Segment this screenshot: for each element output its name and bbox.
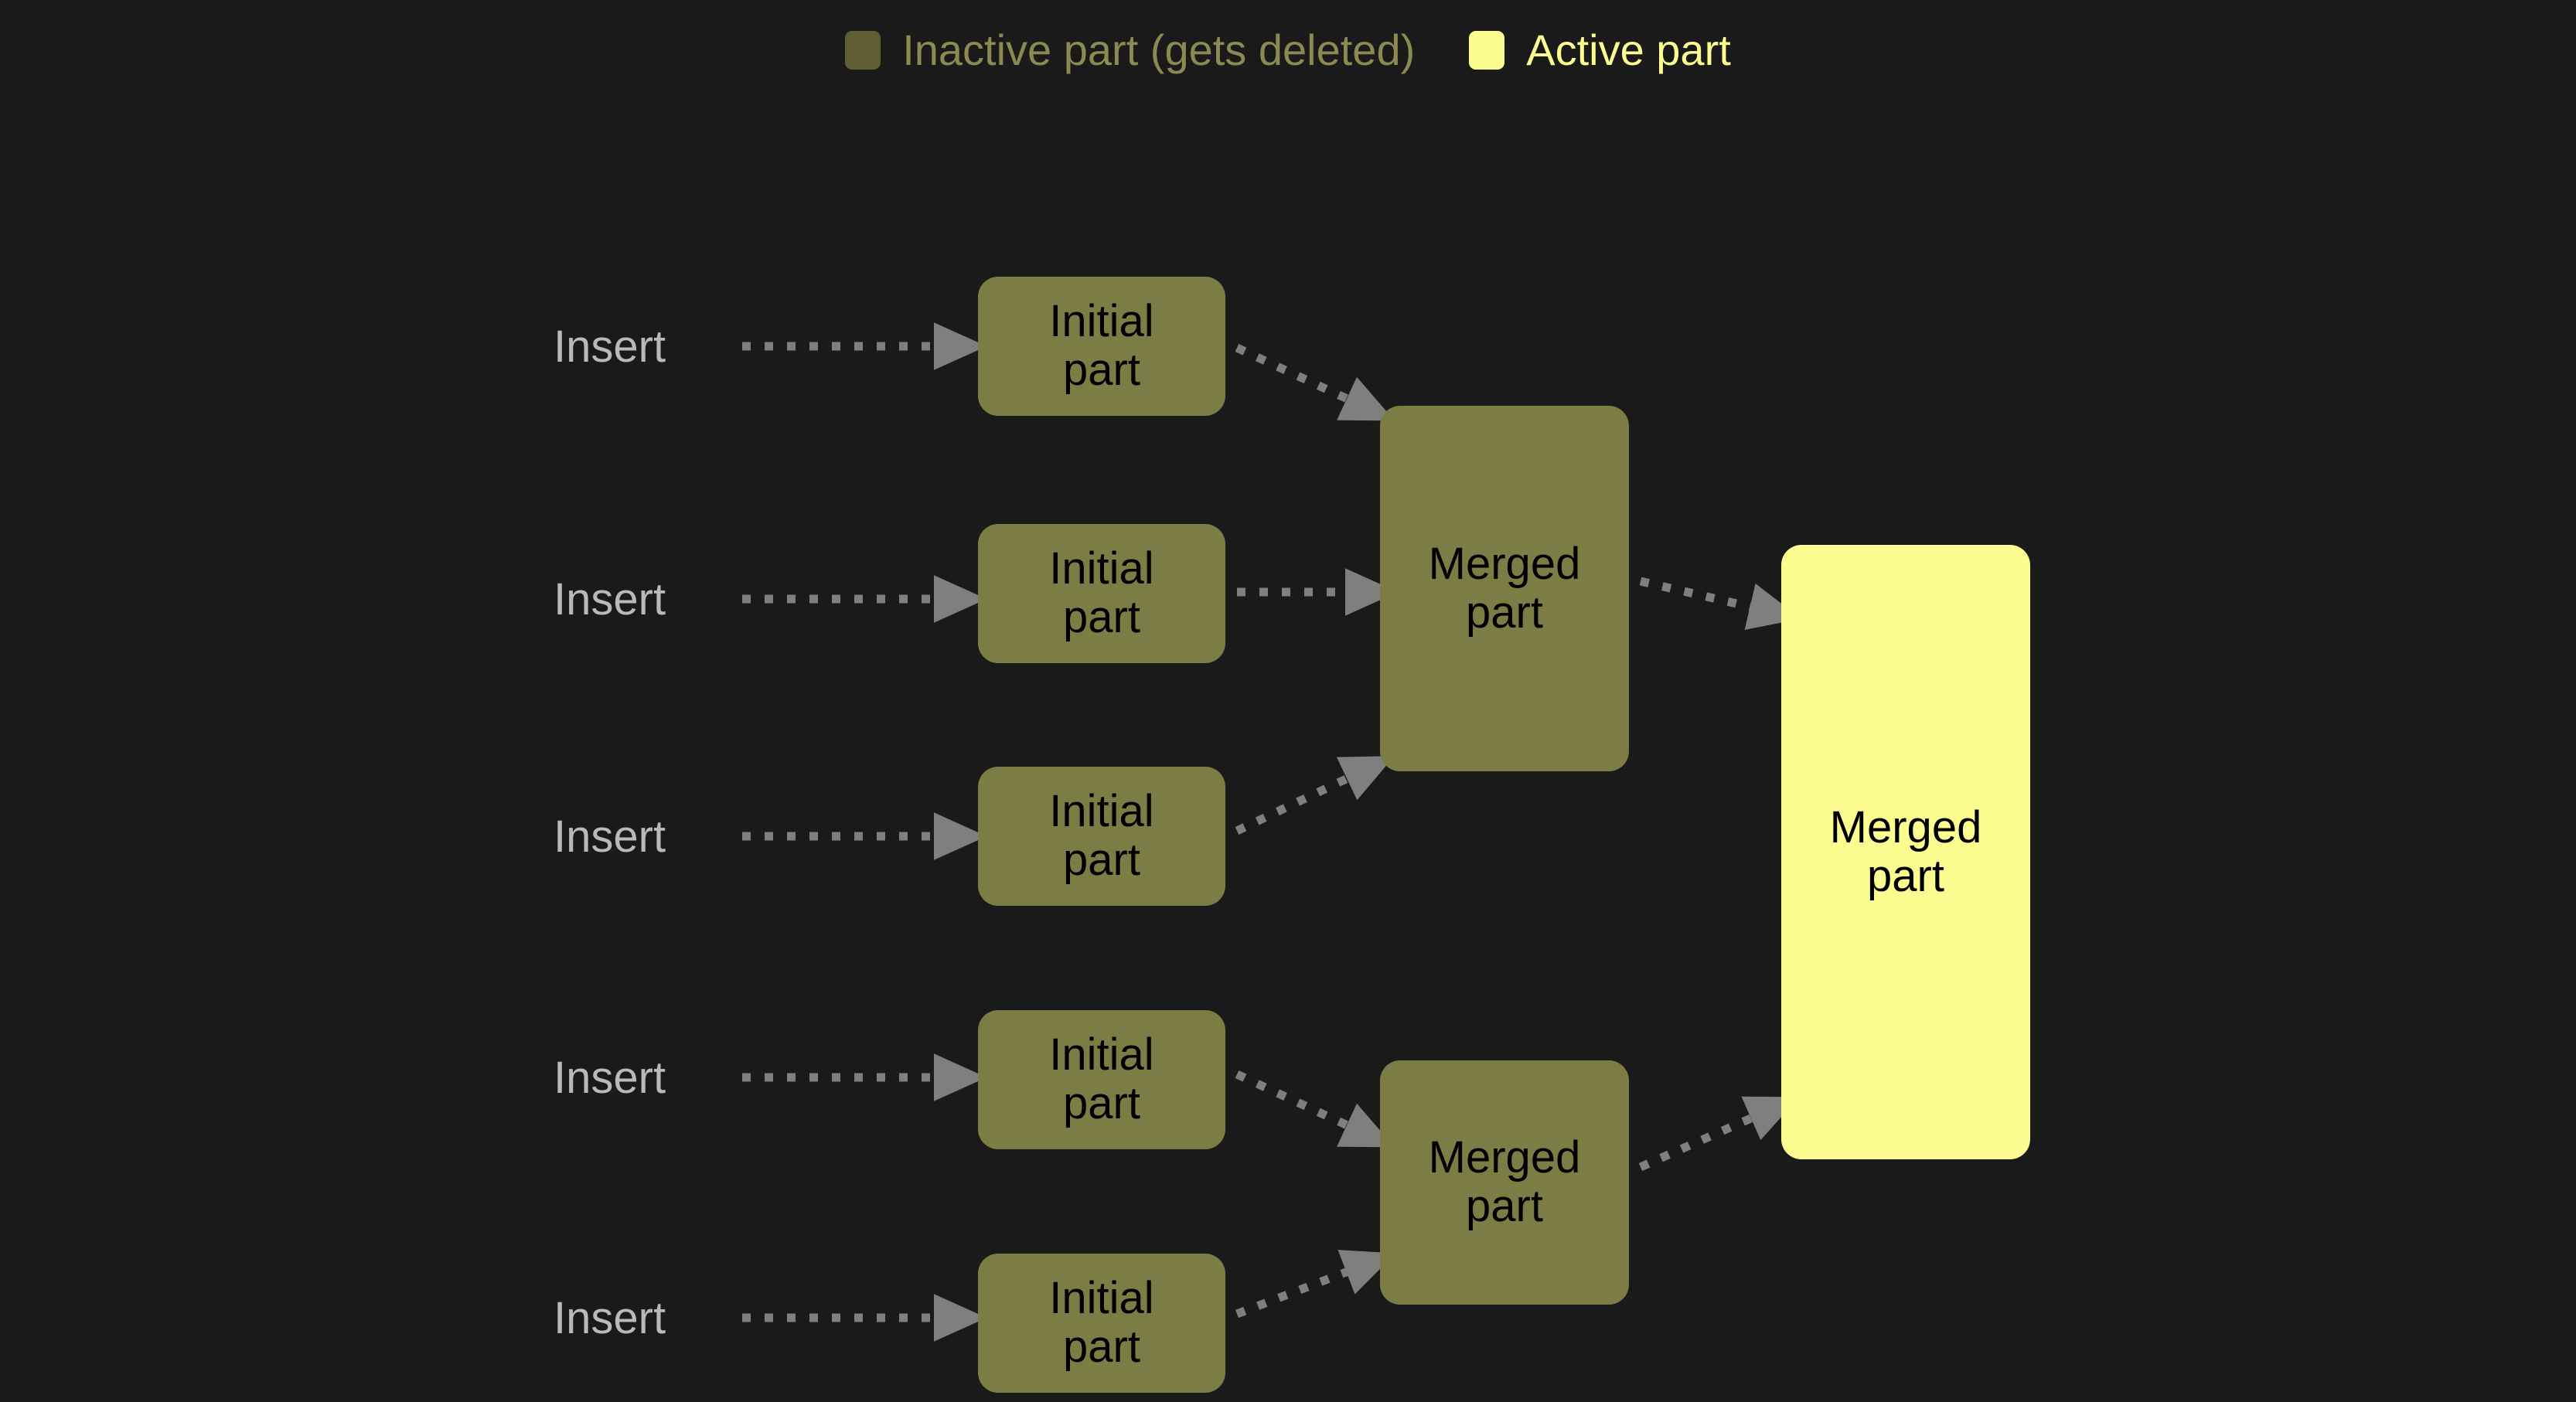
node-merged-part-final[interactable]: Merged part: [1781, 545, 2030, 1159]
legend-entry-inactive: Inactive part (gets deleted): [845, 29, 1415, 72]
legend: Inactive part (gets deleted) Active part: [0, 0, 2576, 100]
node-merged-part-2-line1: Merged: [1428, 1132, 1581, 1183]
node-merged-part-final-line1: Merged: [1829, 801, 1982, 852]
node-merged-part-2-line2: part: [1466, 1181, 1543, 1231]
node-merged-part-1-line1: Merged: [1428, 538, 1581, 589]
inactive-part-swatch-icon: [845, 31, 881, 70]
arrow-initial4-to-merged2: [1235, 1070, 1395, 1148]
legend-label-inactive: Inactive part (gets deleted): [902, 26, 1416, 74]
node-initial-part-1-line1: Initial: [1049, 296, 1154, 347]
insert-label-1: Insert: [554, 322, 666, 372]
node-initial-part-4-line2: part: [1063, 1078, 1140, 1128]
arrow-initial5-to-merged2: [1235, 1250, 1396, 1319]
node-initial-part-5[interactable]: Initial part: [978, 1254, 1225, 1393]
node-initial-part-5-line2: part: [1063, 1322, 1140, 1372]
arrow-initial3-to-merged1: [1235, 756, 1395, 835]
node-initial-part-5-line1: Initial: [1049, 1273, 1154, 1324]
node-initial-part-4-line1: Initial: [1049, 1029, 1154, 1080]
node-merged-part-2[interactable]: Merged part: [1380, 1060, 1629, 1305]
legend-entry-active: Active part: [1469, 29, 1731, 72]
node-initial-part-3-line2: part: [1063, 835, 1140, 885]
node-merged-part-final-line2: part: [1867, 850, 1944, 901]
insert-label-3: Insert: [554, 812, 666, 862]
insert-label-2: Insert: [554, 574, 666, 624]
arrow-merged2-to-final: [1638, 1096, 1800, 1172]
node-merged-part-1[interactable]: Merged part: [1380, 406, 1629, 771]
insert-label-4: Insert: [554, 1053, 666, 1103]
node-initial-part-2-line2: part: [1063, 592, 1140, 642]
node-merged-part-1-line2: part: [1466, 587, 1543, 638]
node-initial-part-2[interactable]: Initial part: [978, 524, 1225, 663]
node-initial-part-3-line1: Initial: [1049, 786, 1154, 837]
node-initial-part-4[interactable]: Initial part: [978, 1010, 1225, 1149]
arrow-merged1-to-final: [1639, 577, 1801, 631]
node-initial-part-3[interactable]: Initial part: [978, 767, 1225, 906]
node-initial-part-2-line1: Initial: [1049, 543, 1154, 594]
node-initial-part-1-line2: part: [1063, 345, 1140, 395]
arrow-initial1-to-merged1: [1235, 344, 1395, 421]
insert-label-5: Insert: [554, 1293, 666, 1343]
active-part-swatch-icon: [1469, 31, 1505, 70]
node-initial-part-1[interactable]: Initial part: [978, 277, 1225, 416]
legend-label-active: Active part: [1526, 26, 1731, 74]
